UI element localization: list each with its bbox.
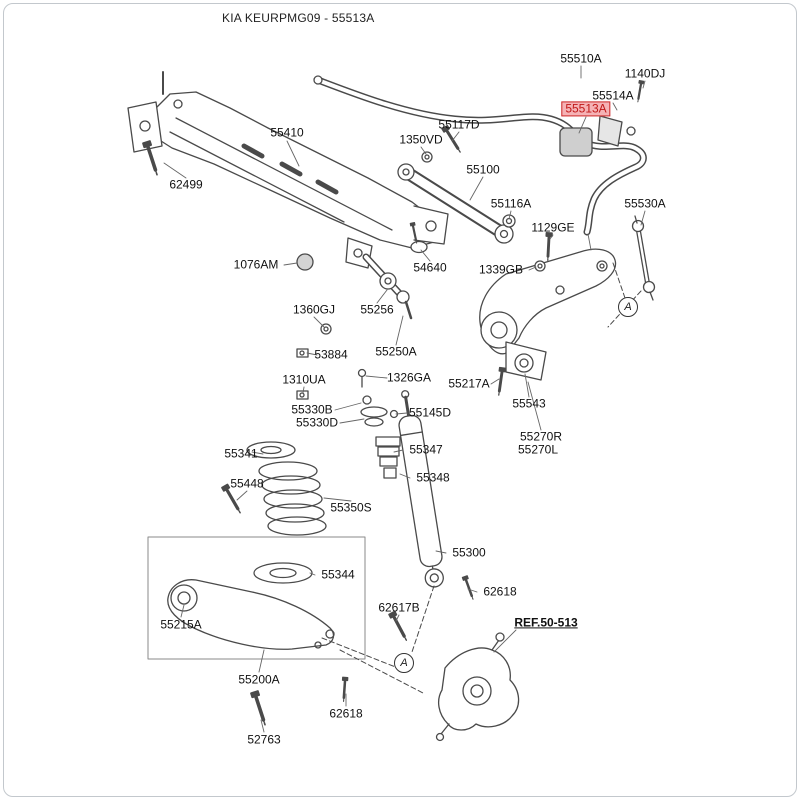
- part-label-55410: 55410: [270, 125, 304, 140]
- knuckle-ref-50-513: [435, 632, 520, 742]
- stabilizer-bushing-55513A: [559, 127, 593, 157]
- part-label-1339GB: 1339GB: [478, 262, 524, 277]
- part-label-55100: 55100: [466, 162, 500, 177]
- part-label-55215A: 55215A: [160, 617, 202, 632]
- part-label-55330B: 55330B: [291, 402, 333, 417]
- coil-spring-55350S: [246, 441, 327, 536]
- bump-stop-55348: [383, 467, 397, 479]
- part-label-55448: 55448: [230, 476, 264, 491]
- part-label-55513A: 55513A: [561, 101, 611, 117]
- nut-1350VD: [421, 151, 433, 163]
- spring-seat-55344: [253, 562, 313, 584]
- part-label-55217A: 55217A: [448, 376, 490, 391]
- leader-lines: [163, 65, 646, 733]
- part-label-1129GE: 1129GE: [531, 220, 575, 235]
- part-label-55510A: 55510A: [560, 51, 602, 66]
- spring-pad-55341: [246, 441, 296, 459]
- dust-cover-55347: [375, 436, 401, 479]
- part-label-55350S: 55350S: [330, 500, 372, 515]
- part-label-54640: 54640: [413, 260, 447, 275]
- bushing-55215A: [170, 584, 198, 612]
- bushing-clamp-55514A: [597, 115, 623, 147]
- lateral-arm-55100: [397, 163, 514, 244]
- part-label-55145D: 55145D: [408, 405, 452, 420]
- bushing-54640: [410, 240, 428, 254]
- part-label-55344: 55344: [321, 567, 355, 582]
- part-label-55347: 55347: [409, 442, 443, 457]
- part-label-1350VD: 1350VD: [399, 132, 443, 147]
- part-label-1360GJ: 1360GJ: [292, 302, 336, 317]
- washer-1339GB: [534, 260, 546, 272]
- part-label-55514A: 55514A: [592, 88, 634, 103]
- part-label-REF.50-513: REF.50-513: [514, 615, 578, 630]
- part-label-62618: 62618: [483, 584, 517, 599]
- view-marker-A: A: [618, 297, 638, 317]
- part-label-55116A: 55116A: [490, 196, 532, 211]
- part-label-55341: 55341: [224, 446, 258, 461]
- part-label-55117D: 55117D: [438, 117, 480, 132]
- part-label-55250A: 55250A: [375, 344, 417, 359]
- detail-box: [147, 536, 366, 660]
- bushing-55116A: [502, 214, 516, 228]
- part-label-55270R: 55270R: [519, 429, 563, 444]
- part-label-55300: 55300: [452, 545, 486, 560]
- shock-upper-mount: [360, 395, 399, 427]
- part-label-1140DJ: 1140DJ: [624, 66, 666, 81]
- part-label-1326GA: 1326GA: [386, 370, 432, 385]
- stabilizer-link-55530A: [631, 215, 656, 301]
- link-55250A: [362, 253, 413, 320]
- part-label-62499: 62499: [169, 177, 203, 192]
- part-label-55200A: 55200A: [238, 672, 280, 687]
- part-label-53884: 53884: [314, 347, 348, 362]
- page-title: KIA KEURPMG09 - 55513A: [222, 11, 375, 25]
- lower-control-arm-55200A: [167, 562, 335, 650]
- part-label-1310UA: 1310UA: [282, 372, 326, 387]
- ball-1076AM: [296, 253, 314, 271]
- part-label-62617B: 62617B: [378, 600, 420, 615]
- trailing-arm-55270: [479, 248, 617, 381]
- part-label-55330D: 55330D: [295, 415, 339, 430]
- part-label-55256: 55256: [360, 302, 394, 317]
- part-label-52763: 52763: [247, 732, 281, 747]
- nut-1310UA: [296, 390, 309, 400]
- part-label-55270L: 55270L: [517, 442, 559, 457]
- crossmember-55410: [127, 71, 449, 269]
- part-label-62618: 62618: [329, 706, 363, 721]
- part-label-1076AM: 1076AM: [233, 257, 279, 272]
- part-label-55530A: 55530A: [624, 196, 666, 211]
- shock-absorber-55300: [398, 390, 444, 588]
- view-marker-A: A: [394, 653, 414, 673]
- part-label-55348: 55348: [416, 470, 450, 485]
- part-label-55543: 55543: [512, 396, 546, 411]
